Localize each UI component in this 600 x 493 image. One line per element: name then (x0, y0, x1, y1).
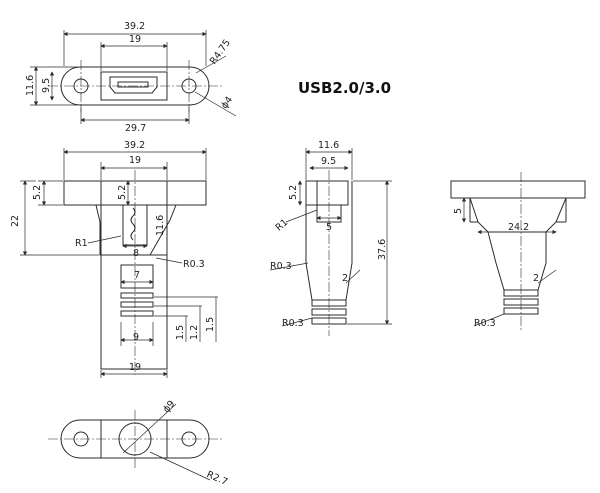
side-radius-1: R1 (274, 217, 291, 234)
top-port-width: 19 (129, 34, 141, 45)
side-dim-2: 2 (342, 273, 348, 284)
front-radius-1: R1 (75, 238, 88, 249)
top-hole-spacing: 29.7 (125, 123, 146, 134)
front-rib-2: 1.2 (189, 325, 200, 340)
front-bottom-width: 19 (129, 362, 141, 373)
front-total-height: 22 (10, 215, 21, 227)
bottom-view: ϕ9 R2.7 (48, 399, 229, 488)
side-slot-width: 5 (326, 222, 332, 233)
rear-flange-height: 5 (453, 208, 464, 214)
front-tail-width: 7 (134, 270, 140, 281)
front-view: 39.2 19 5.2 5.2 22 R1 11.6 8 R0.3 7 (10, 140, 218, 378)
front-socket-height: 11.6 (155, 215, 166, 236)
side-total-length: 37.6 (377, 239, 388, 260)
side-radius-2: R0.3 (270, 261, 292, 272)
side-outer-width: 11.6 (318, 140, 339, 151)
front-radius-2: R0.3 (183, 259, 205, 270)
front-rib-1: 1.5 (175, 325, 186, 340)
top-corner-radius: R4.75 (208, 38, 233, 67)
top-view: 39.2 19 R4.75 11.6 9.5 ϕ4 29.7 (25, 21, 237, 134)
top-hole-diameter: ϕ4 (219, 95, 235, 111)
diagram-title: USB2.0/3.0 (298, 79, 391, 97)
side-flange-height: 5.2 (288, 185, 299, 200)
side-view: 11.6 9.5 5.2 R1 5 37.6 R0.3 2 R0.3 (269, 140, 392, 336)
front-flange-height-left: 5.2 (32, 185, 43, 200)
rear-dim-2: 2 (533, 273, 539, 284)
front-body-width: 19 (129, 155, 141, 166)
side-inner-width: 9.5 (321, 156, 336, 167)
front-overall-width: 39.2 (124, 140, 145, 151)
front-socket-width: 8 (133, 248, 139, 259)
top-overall-width: 39.2 (124, 21, 145, 32)
top-height-inner: 9.5 (41, 78, 52, 93)
rear-radius: R0.3 (474, 318, 496, 329)
rear-inner-width: 24.2 (508, 222, 529, 233)
front-tail-bottom-width: 9 (133, 332, 139, 343)
front-rib-3: 1.5 (205, 317, 216, 332)
bottom-hole-diameter: ϕ9 (161, 399, 177, 416)
front-flange-height-inner: 5.2 (117, 185, 128, 200)
bottom-radius: R2.7 (205, 469, 229, 488)
side-radius-3: R0.3 (282, 318, 304, 329)
top-height-outer: 11.6 (25, 75, 36, 96)
rear-view: 5 24.2 2 R0.3 (450, 172, 586, 330)
